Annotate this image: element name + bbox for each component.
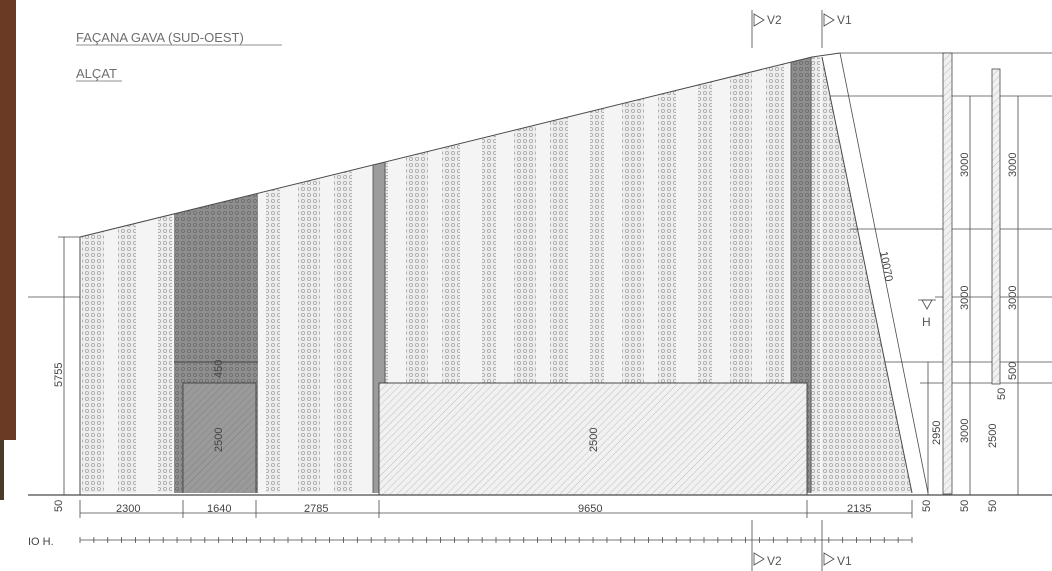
facade-stripe: [320, 57, 334, 493]
dim-base-50-left: 50: [53, 500, 65, 512]
section-label-v1-bottom: V1: [837, 554, 852, 568]
roof-line: [79, 52, 841, 238]
diagonal-dim-line: [839, 52, 929, 494]
left-border-strip: [0, 0, 16, 440]
section-marker-v1-bottom: [821, 520, 835, 571]
dim-right-col2-extra: 50: [996, 388, 1008, 400]
facade-stripe: [352, 57, 374, 493]
facade-stripe: [298, 57, 320, 493]
dim-width-2300: 2300: [116, 503, 140, 515]
right-diagonal-line: [821, 56, 913, 494]
dim-right-col1-b: 3000: [959, 286, 971, 310]
dim-width-9650: 9650: [578, 503, 602, 515]
dim-diagonal-10070: 10070: [877, 250, 895, 282]
section-marker-v2-top: [751, 10, 765, 48]
drawing-subtitle: ALÇAT: [76, 66, 117, 81]
section-marker-v2-bottom: [751, 520, 765, 571]
hatched-opening: [378, 382, 808, 496]
scale-label: IO H.: [28, 536, 54, 548]
bottom-dim-chain: [79, 500, 913, 518]
dim-right-col2-d: 2500: [987, 424, 999, 448]
section-marker-v1-top: [821, 10, 835, 48]
dark-panel-left-lower: [182, 382, 257, 493]
dim-right-col1-a: 3000: [959, 153, 971, 177]
dim-right-col1-base: 50: [959, 500, 971, 512]
dim-height-5755: 5755: [53, 363, 65, 387]
dim-height-2950: 2950: [931, 421, 943, 445]
level-marker-h: [918, 299, 936, 310]
dim-width-1640: 1640: [207, 503, 231, 515]
dim-right-col2-c: 500: [1007, 362, 1019, 380]
facade-stripe: [82, 57, 104, 493]
facade-stripe: [334, 57, 352, 493]
dim-width-2785: 2785: [304, 503, 328, 515]
facade-stripe: [158, 57, 172, 493]
right-dim-chain-1: [927, 96, 1019, 495]
dim-right-col2-b: 3000: [1007, 286, 1019, 310]
left-dim-chain: [58, 236, 80, 495]
dim-right-col2-a: 3000: [1007, 153, 1019, 177]
section-label-v2-top: V2: [767, 13, 782, 27]
drawing-title: FAÇANA GAVA (SUD-OEST): [76, 30, 244, 45]
dim-width-2135: 2135: [847, 503, 871, 515]
dim-panel-2500-center: 2500: [588, 428, 600, 452]
facade-stripe: [104, 57, 118, 493]
dim-panel-2500-left: 2500: [213, 428, 225, 452]
section-label-v2-bottom: V2: [767, 554, 782, 568]
dim-right-col2-base: 50: [987, 500, 999, 512]
scale-bar: [79, 537, 913, 543]
right-post-2: [991, 68, 1001, 385]
dim-panel-450: 450: [213, 360, 225, 378]
section-label-v1-top: V1: [837, 13, 852, 27]
facade-stripe: [118, 57, 136, 493]
facade-stripe: [280, 57, 298, 493]
facade-stripe: [266, 57, 280, 493]
dim-base-50-right: 50: [921, 500, 933, 512]
level-label-h: H: [922, 315, 931, 329]
right-post-1: [942, 52, 953, 495]
facade-stripe: [136, 57, 158, 493]
left-border-strip-lower: [0, 440, 4, 500]
dim-right-col1-c: 3000: [959, 419, 971, 443]
